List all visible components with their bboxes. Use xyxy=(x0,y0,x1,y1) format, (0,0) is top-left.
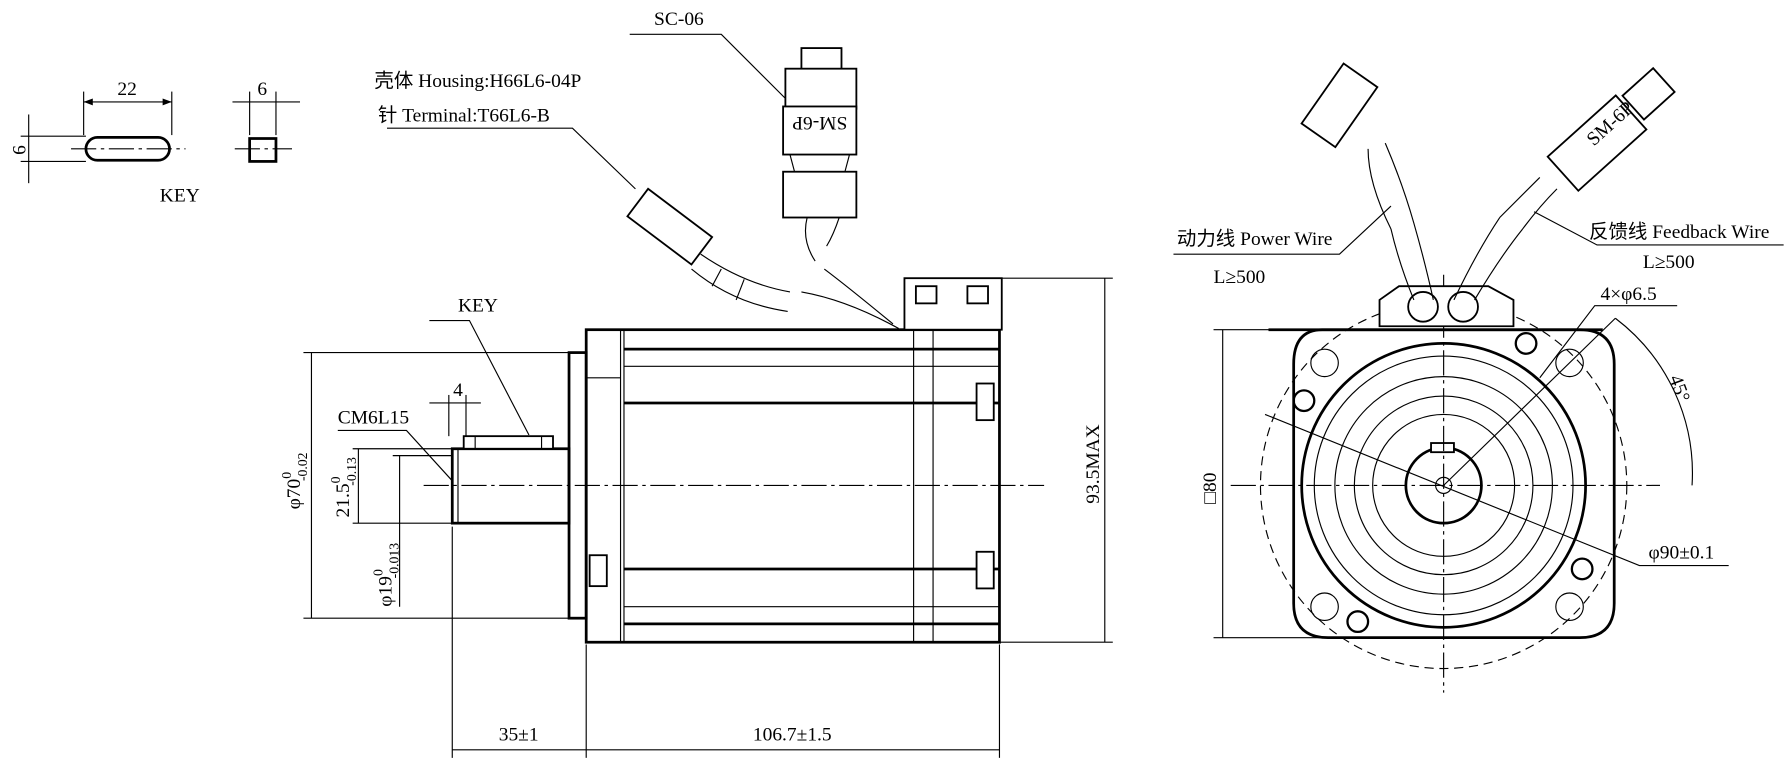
overall-height-dim: 93.5MAX xyxy=(1083,424,1104,503)
shaft-length-dim: 35±1 xyxy=(499,725,539,746)
key-width-dim: 6 xyxy=(9,145,30,155)
thread-label: CM6L15 xyxy=(338,408,409,429)
key-top-view: 22 6 xyxy=(9,79,186,184)
housing-label: 壳体 Housing:H66L6-04P xyxy=(374,70,581,92)
sc06-label: SC-06 xyxy=(654,9,704,30)
motor-body-side xyxy=(423,277,1045,644)
key-height-dim: 6 xyxy=(257,79,267,100)
square-dim: □80 xyxy=(1200,472,1221,503)
shaft-dia-dim: φ190-0.013 xyxy=(370,543,401,607)
pcd-dim: φ90±0.1 xyxy=(1649,543,1715,564)
power-connector-side xyxy=(626,187,791,312)
key-height-side-dim: 21.50-0.13 xyxy=(328,457,359,517)
feedback-connector-side: SM-6P xyxy=(782,47,900,330)
flange-dia-dim: φ700-0.02 xyxy=(279,452,310,509)
front-view-dimensions: □80 45° 4×φ6.5 φ90±0.1 动力线 Power Wire L≥… xyxy=(1173,205,1784,639)
angle-dim: 45° xyxy=(1664,372,1693,405)
shaft-key-label: KEY xyxy=(458,295,498,316)
body-length-dim: 106.7±1.5 xyxy=(753,725,832,746)
power-wire-length: L≥500 xyxy=(1214,267,1266,288)
holes-dim: 4×φ6.5 xyxy=(1600,284,1656,305)
feedback-wire-label: 反馈线 Feedback Wire xyxy=(1589,221,1769,243)
key-length-dim: 22 xyxy=(117,79,136,100)
key-side-view: 6 xyxy=(232,79,301,163)
power-wire-label: 动力线 Power Wire xyxy=(1177,228,1333,250)
feedback-wire-length: L≥500 xyxy=(1643,252,1695,273)
key-label: KEY xyxy=(160,185,200,206)
terminal-label: 针 Terminal:T66L6-B xyxy=(378,104,550,126)
side-view-dimensions: φ700-0.02 21.50-0.13 φ190-0.013 93.5MAX … xyxy=(279,277,1113,758)
sm6p-marking: SM-6P xyxy=(792,112,847,133)
motor-front-view: SM-6P xyxy=(1230,62,1676,693)
key-width-side-dim: 4 xyxy=(453,380,463,401)
